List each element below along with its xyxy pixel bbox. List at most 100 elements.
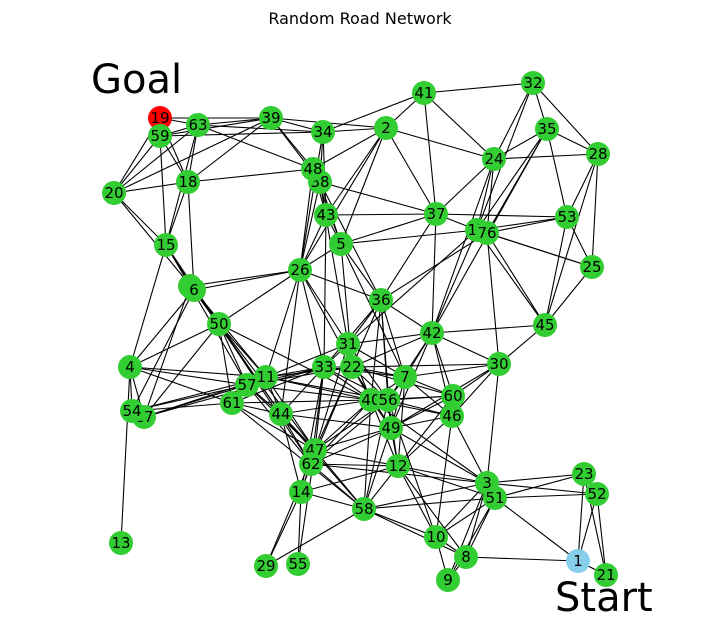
edge-59-20 bbox=[113, 135, 161, 194]
node-label-62: 62 bbox=[301, 455, 320, 473]
node-circle-4 bbox=[118, 355, 142, 379]
edge-61-58 bbox=[231, 402, 365, 510]
edge-20-63 bbox=[113, 124, 199, 194]
node-circle-41 bbox=[412, 81, 436, 105]
node-label-10: 10 bbox=[426, 528, 445, 546]
edge-35-53 bbox=[546, 128, 568, 218]
node-label-43: 43 bbox=[316, 206, 335, 224]
node-circle-28 bbox=[586, 142, 610, 166]
node-11: 11 bbox=[254, 365, 278, 389]
node-circle-29 bbox=[254, 554, 278, 578]
edge-17-31 bbox=[347, 229, 478, 345]
node-label-9: 9 bbox=[443, 571, 453, 589]
node-32: 32 bbox=[521, 71, 545, 95]
node-35: 35 bbox=[535, 117, 559, 141]
edge-24-76 bbox=[486, 158, 495, 234]
node-label-21: 21 bbox=[596, 566, 615, 584]
node-6: 6 bbox=[182, 278, 206, 302]
node-circle-13 bbox=[109, 531, 133, 555]
node-circle-1 bbox=[566, 549, 590, 573]
edge-3-52 bbox=[486, 482, 598, 495]
node-label-46: 46 bbox=[442, 407, 461, 425]
node-label-22: 22 bbox=[342, 358, 361, 376]
edge-49-3 bbox=[390, 427, 488, 484]
edge-5-17 bbox=[340, 229, 478, 245]
node-circle-49 bbox=[379, 416, 403, 440]
edge-34-26 bbox=[299, 131, 324, 271]
edge-76-30 bbox=[486, 232, 500, 365]
edge-62-12 bbox=[310, 463, 399, 467]
node-circle-22 bbox=[340, 355, 364, 379]
edge-42-31 bbox=[347, 332, 433, 345]
node-45: 45 bbox=[533, 313, 557, 337]
node-circle-15 bbox=[154, 233, 178, 257]
edge-6-26 bbox=[193, 269, 301, 291]
node-label-19: 19 bbox=[150, 109, 169, 127]
edge-0-26 bbox=[189, 269, 301, 287]
node-label-13: 13 bbox=[111, 534, 130, 552]
node-8: 8 bbox=[454, 545, 478, 569]
node-34: 34 bbox=[311, 120, 335, 144]
node-label-6: 6 bbox=[189, 281, 199, 299]
node-24: 24 bbox=[482, 147, 506, 171]
node-circle-50 bbox=[207, 312, 231, 336]
node-label-20: 20 bbox=[104, 184, 123, 202]
node-label-1: 1 bbox=[573, 552, 583, 570]
edge-58-29 bbox=[265, 508, 365, 567]
node-label-14: 14 bbox=[291, 483, 310, 501]
node-label-59: 59 bbox=[150, 127, 169, 145]
node-22: 22 bbox=[340, 355, 364, 379]
node-label-34: 34 bbox=[313, 123, 332, 141]
edge-36-40 bbox=[370, 299, 382, 401]
node-60: 60 bbox=[441, 384, 465, 408]
node-label-41: 41 bbox=[414, 84, 433, 102]
node-label-2: 2 bbox=[381, 119, 391, 137]
edge-30-7 bbox=[404, 363, 500, 378]
node-label-53: 53 bbox=[557, 208, 576, 226]
edge-59-15 bbox=[159, 135, 167, 246]
node-circle-51 bbox=[483, 486, 507, 510]
node-63: 63 bbox=[186, 113, 210, 137]
node-53: 53 bbox=[555, 205, 579, 229]
edge-20-18 bbox=[113, 181, 189, 194]
edge-42-30 bbox=[431, 332, 500, 365]
edge-2-37 bbox=[385, 127, 437, 215]
node-36: 36 bbox=[369, 288, 393, 312]
edge-6-11 bbox=[193, 289, 267, 378]
edge-46-10 bbox=[435, 415, 453, 538]
edge-12-51 bbox=[397, 465, 496, 499]
node-21: 21 bbox=[594, 563, 618, 587]
node-25: 25 bbox=[580, 255, 604, 279]
node-label-40: 40 bbox=[361, 391, 380, 409]
node-label-28: 28 bbox=[588, 145, 607, 163]
node-circle-5 bbox=[329, 232, 353, 256]
node-28: 28 bbox=[586, 142, 610, 166]
edge-63-34 bbox=[197, 124, 324, 133]
edge-61-47 bbox=[231, 402, 316, 451]
node-label-61: 61 bbox=[222, 394, 241, 412]
edge-51-52 bbox=[494, 493, 598, 499]
node-55: 55 bbox=[286, 552, 310, 576]
edge-58-10 bbox=[363, 508, 437, 538]
edge-0-27 bbox=[143, 285, 191, 418]
node-circle-48 bbox=[301, 157, 325, 181]
node-circle-32 bbox=[521, 71, 545, 95]
node-label-23: 23 bbox=[574, 465, 593, 483]
node-circle-56 bbox=[376, 388, 400, 412]
node-circle-21 bbox=[594, 563, 618, 587]
node-circle-25 bbox=[580, 255, 604, 279]
edge-30-22 bbox=[351, 363, 500, 368]
node-circle-7 bbox=[393, 365, 417, 389]
edge-34-41 bbox=[322, 92, 425, 133]
node-41: 41 bbox=[412, 81, 436, 105]
node-29: 29 bbox=[254, 554, 278, 578]
edge-32-28 bbox=[532, 82, 599, 155]
edge-3-10 bbox=[435, 482, 488, 538]
edge-17-42 bbox=[431, 229, 478, 334]
goal-label: Goal bbox=[91, 57, 182, 103]
node-circle-40 bbox=[359, 388, 383, 412]
edge-14-55 bbox=[297, 491, 302, 565]
node-label-76: 76 bbox=[477, 224, 496, 242]
node-31: 31 bbox=[336, 332, 360, 356]
